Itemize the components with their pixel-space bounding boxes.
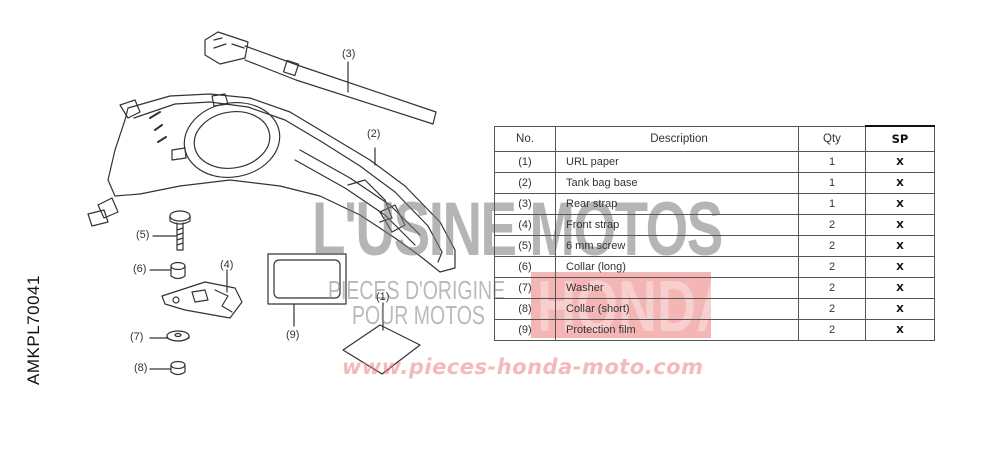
row-no: (6) bbox=[494, 256, 556, 278]
table-row: (9) Protection film 2 X bbox=[494, 319, 935, 341]
rear-strap-drawing bbox=[204, 31, 437, 125]
callout-1: (1) bbox=[376, 291, 390, 303]
protection-film-drawing bbox=[267, 253, 347, 327]
document-code: AMKPL70041 bbox=[24, 275, 43, 385]
row-sp: X bbox=[865, 214, 935, 236]
callout-9: (9) bbox=[286, 329, 300, 341]
row-sp: X bbox=[865, 319, 935, 341]
callout-8: (8) bbox=[134, 362, 148, 374]
row-qty: 2 bbox=[798, 277, 866, 299]
row-description: Tank bag base bbox=[555, 172, 799, 194]
row-no: (9) bbox=[494, 319, 556, 341]
row-description: Collar (short) bbox=[555, 298, 799, 320]
table-row: (5) 6 mm screw 2 X bbox=[494, 235, 935, 257]
header-no: No. bbox=[494, 125, 556, 152]
table-row: (1) URL paper 1 X bbox=[494, 151, 935, 173]
row-description: Collar (long) bbox=[555, 256, 799, 278]
row-sp: X bbox=[865, 172, 935, 194]
row-qty: 2 bbox=[798, 256, 866, 278]
row-qty: 1 bbox=[798, 151, 866, 173]
screw-drawing bbox=[152, 210, 191, 251]
row-no: (4) bbox=[494, 214, 556, 236]
callout-4: (4) bbox=[220, 259, 234, 271]
callout-2: (2) bbox=[367, 128, 381, 140]
washer-drawing bbox=[149, 330, 190, 342]
row-sp: X bbox=[865, 151, 935, 173]
row-no: (8) bbox=[494, 298, 556, 320]
row-description: URL paper bbox=[555, 151, 799, 173]
row-qty: 1 bbox=[798, 193, 866, 215]
row-description: Rear strap bbox=[555, 193, 799, 215]
row-sp: X bbox=[865, 193, 935, 215]
row-description: Protection film bbox=[555, 319, 799, 341]
table-row: (6) Collar (long) 2 X bbox=[494, 256, 935, 278]
table-header-row: No. Description Qty SP bbox=[494, 125, 935, 152]
header-description: Description bbox=[555, 125, 799, 152]
front-strap-drawing bbox=[161, 269, 243, 319]
row-no: (5) bbox=[494, 235, 556, 257]
row-sp: X bbox=[865, 256, 935, 278]
header-qty: Qty bbox=[798, 125, 866, 152]
row-qty: 2 bbox=[798, 235, 866, 257]
callout-5: (5) bbox=[136, 229, 150, 241]
row-no: (1) bbox=[494, 151, 556, 173]
callout-7: (7) bbox=[130, 331, 144, 343]
row-qty: 2 bbox=[798, 298, 866, 320]
collar-short-drawing bbox=[149, 360, 186, 376]
parts-list-table: No. Description Qty SP (1) URL paper 1 X… bbox=[494, 125, 935, 341]
row-sp: X bbox=[865, 277, 935, 299]
row-qty: 2 bbox=[798, 214, 866, 236]
row-description: Front strap bbox=[555, 214, 799, 236]
table-row: (3) Rear strap 1 X bbox=[494, 193, 935, 215]
header-sp: SP bbox=[865, 125, 935, 152]
tank-bag-base-drawing bbox=[87, 93, 456, 273]
row-no: (2) bbox=[494, 172, 556, 194]
row-description: Washer bbox=[555, 277, 799, 299]
table-row: (2) Tank bag base 1 X bbox=[494, 172, 935, 194]
row-no: (3) bbox=[494, 193, 556, 215]
callout-3: (3) bbox=[342, 48, 356, 60]
row-description: 6 mm screw bbox=[555, 235, 799, 257]
row-no: (7) bbox=[494, 277, 556, 299]
row-qty: 2 bbox=[798, 319, 866, 341]
row-sp: X bbox=[865, 298, 935, 320]
row-sp: X bbox=[865, 235, 935, 257]
url-paper-drawing bbox=[342, 302, 421, 375]
table-row: (4) Front strap 2 X bbox=[494, 214, 935, 236]
collar-long-drawing bbox=[149, 261, 186, 280]
table-row: (7) Washer 2 X bbox=[494, 277, 935, 299]
table-row: (8) Collar (short) 2 X bbox=[494, 298, 935, 320]
callout-6: (6) bbox=[133, 263, 147, 275]
row-qty: 1 bbox=[798, 172, 866, 194]
